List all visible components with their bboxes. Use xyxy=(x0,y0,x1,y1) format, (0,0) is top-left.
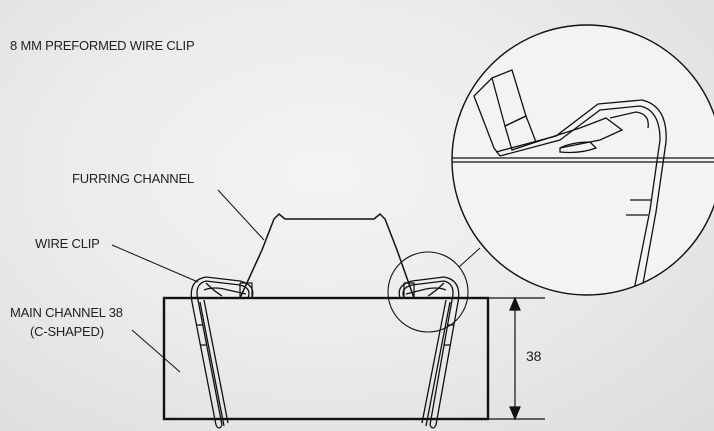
detail-magnified-circle xyxy=(451,24,714,296)
wire-clip-leader-line xyxy=(111,244,199,283)
detail-marker-circle xyxy=(387,251,469,333)
furring-channel-profile xyxy=(239,212,415,299)
furring-leader-line xyxy=(217,189,265,241)
main-channel-label-line2: (C-SHAPED) xyxy=(30,324,104,339)
main-channel-leader-line xyxy=(131,329,181,373)
dimension-38 xyxy=(488,296,545,421)
detail-connector-line xyxy=(458,247,481,268)
wire-clip-label: WIRE CLIP xyxy=(35,236,100,251)
furring-channel-label: FURRING CHANNEL xyxy=(72,171,194,186)
left-wire-clip xyxy=(190,276,254,429)
dimension-label: 38 xyxy=(526,348,542,364)
detail-content xyxy=(452,69,714,295)
title-label: 8 MM PREFORMED WIRE CLIP xyxy=(10,38,195,53)
right-wire-clip xyxy=(398,276,460,429)
main-channel-label-line1: MAIN CHANNEL 38 xyxy=(10,305,123,320)
